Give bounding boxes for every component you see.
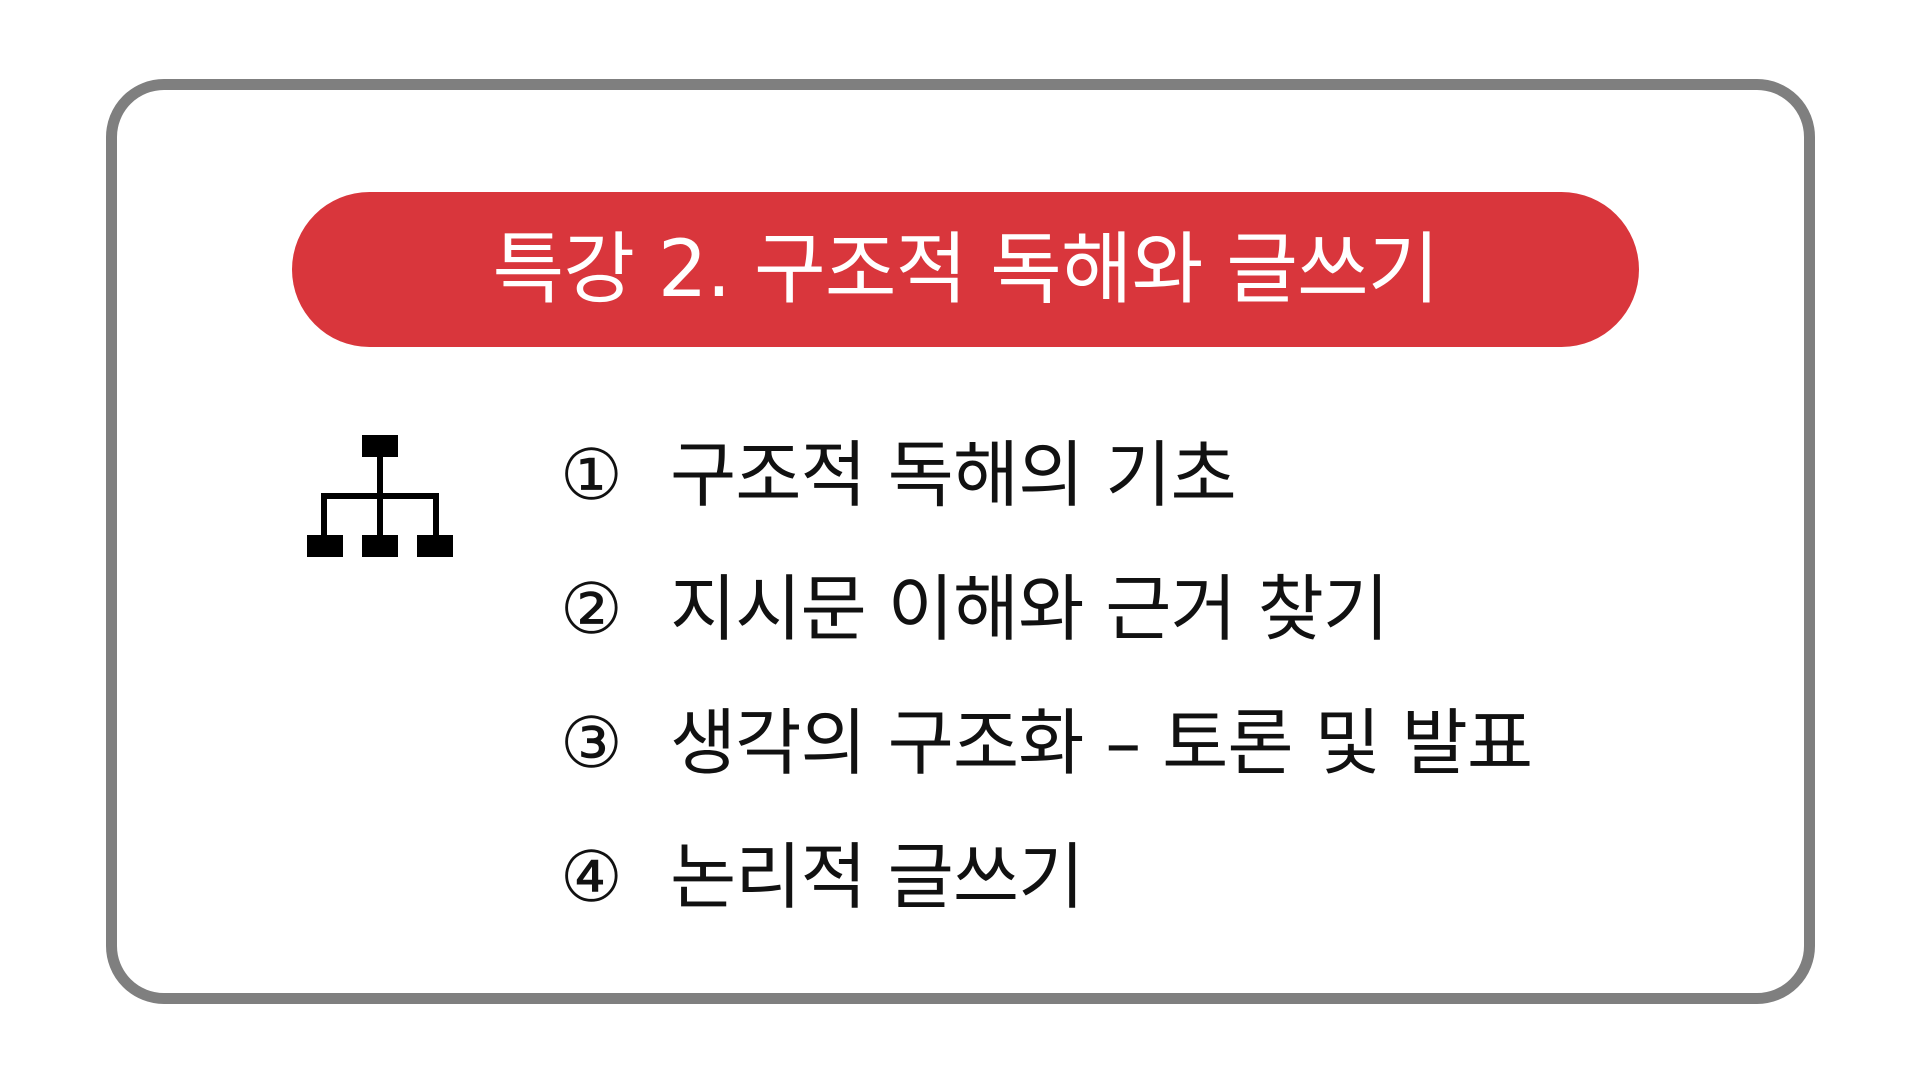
item-label: 논리적 글쓰기: [670, 835, 1084, 919]
list-item: ③ 생각의 구조화 – 토론 및 발표: [560, 676, 1533, 810]
agenda-list: ① 구조적 독해의 기초 ② 지시문 이해와 근거 찾기 ③ 생각의 구조화 –…: [560, 408, 1533, 944]
title-text: 특강 2. 구조적 독해와 글쓰기: [492, 224, 1440, 315]
item-number: ③: [560, 702, 623, 784]
list-item: ① 구조적 독해의 기초: [560, 408, 1532, 542]
item-number: ①: [560, 434, 623, 516]
hierarchy-diagram-icon: [307, 435, 453, 557]
list-item: ④ 논리적 글쓰기: [560, 810, 1532, 944]
item-label: 지시문 이해와 근거 찾기: [670, 567, 1389, 651]
item-label: 생각의 구조화 – 토론 및 발표: [670, 701, 1533, 785]
item-number: ②: [560, 568, 623, 650]
title-banner: 특강 2. 구조적 독해와 글쓰기: [292, 192, 1639, 347]
item-label: 구조적 독해의 기초: [670, 433, 1237, 517]
item-number: ④: [560, 836, 623, 918]
list-item: ② 지시문 이해와 근거 찾기: [560, 542, 1532, 676]
